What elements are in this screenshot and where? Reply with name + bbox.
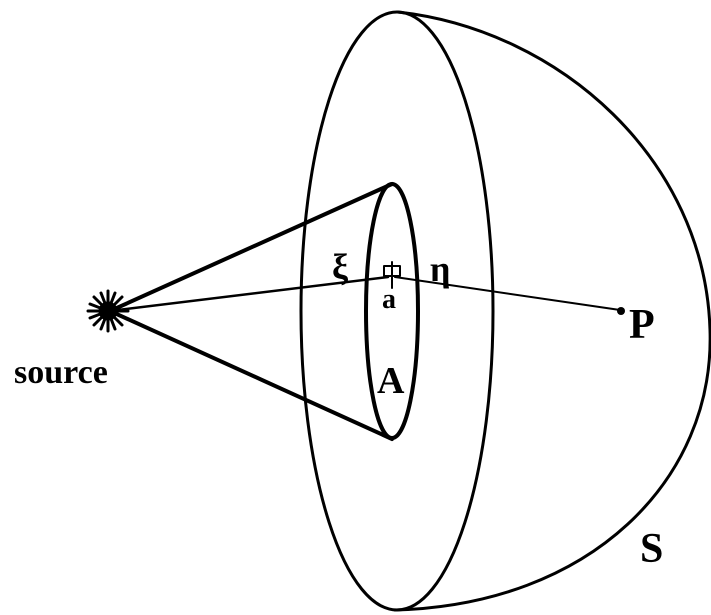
star-source-icon	[86, 289, 130, 333]
label-source: source	[14, 354, 108, 391]
label-a-aperture: A	[377, 360, 405, 402]
ray-source-to-element	[108, 275, 390, 313]
point-p-dot	[617, 307, 625, 315]
screen-outer-ellipse	[299, 10, 495, 612]
aperture-a-ellipse	[364, 182, 420, 440]
surface-s-hemisphere	[393, 10, 711, 612]
ray-element-to-p	[394, 276, 621, 311]
cone-ray-upper	[108, 182, 394, 313]
label-a-element: a	[382, 284, 396, 315]
label-xi: ξ	[332, 247, 349, 287]
label-eta: η	[430, 249, 450, 289]
label-p: P	[629, 302, 655, 348]
label-s: S	[640, 526, 663, 572]
cone-ray-lower	[108, 309, 394, 441]
